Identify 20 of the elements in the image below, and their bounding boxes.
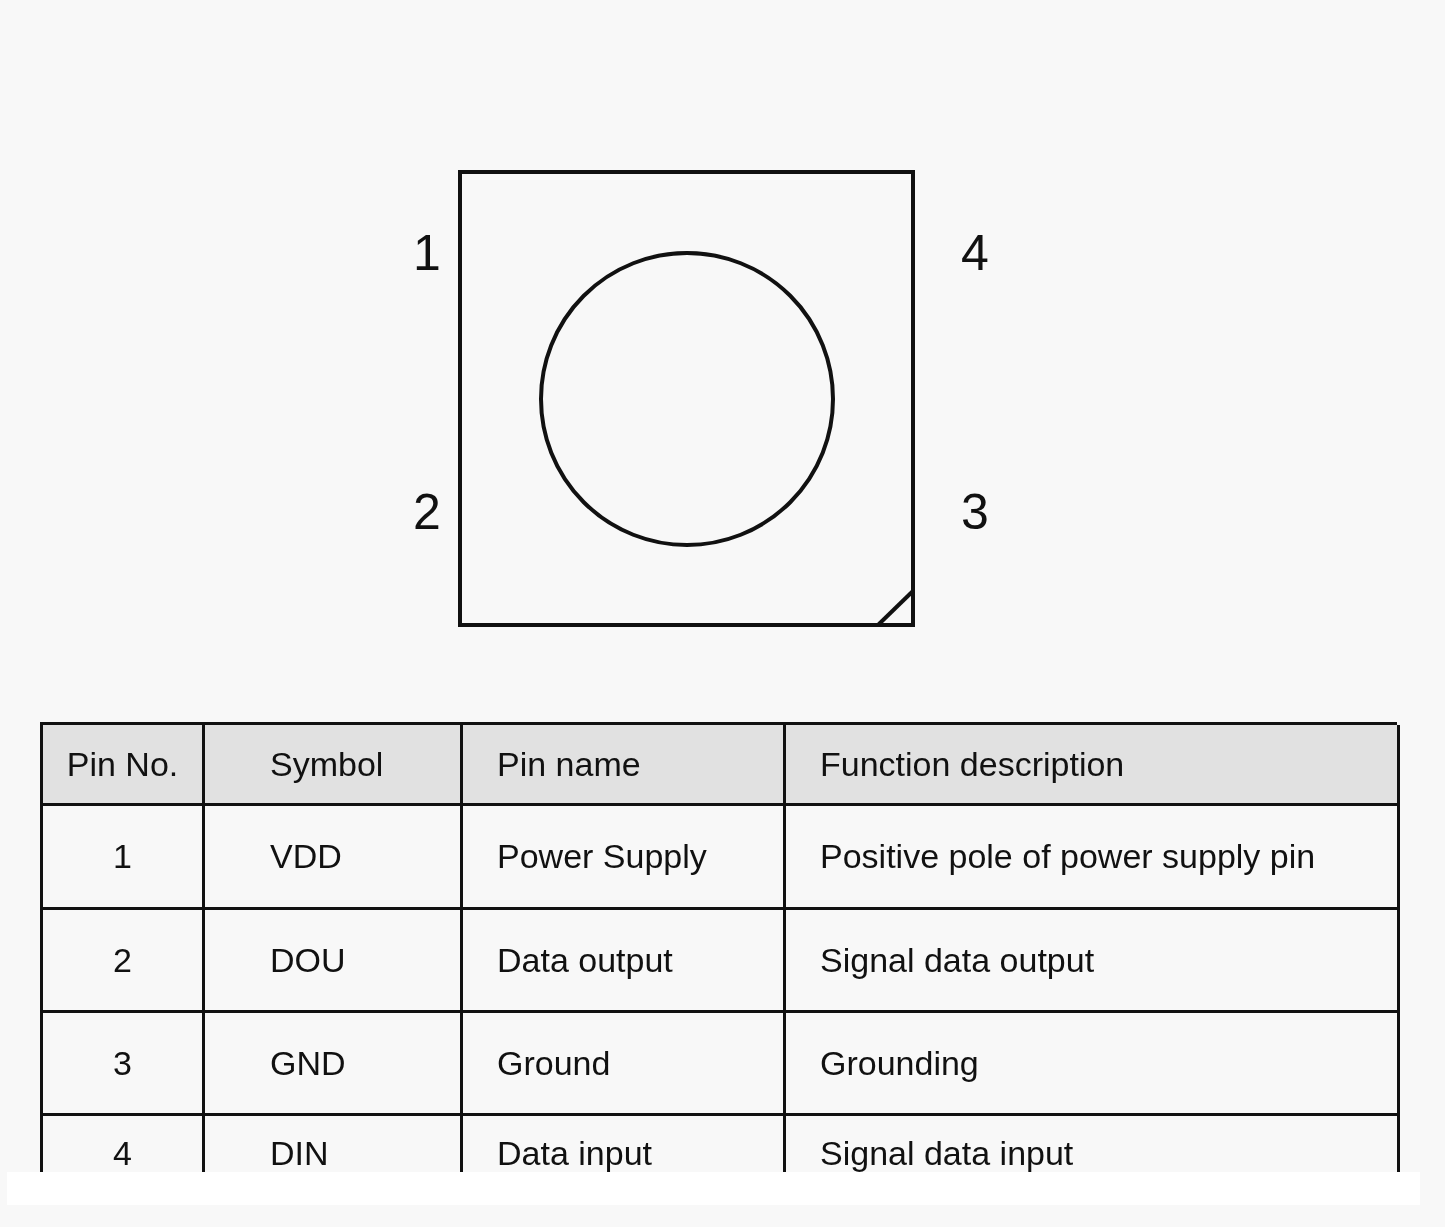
table-cell: Power Supply <box>463 806 786 910</box>
table-cell: GND <box>205 1013 463 1116</box>
column-header: Pin No. <box>43 725 205 806</box>
table-cell: 2 <box>43 910 205 1013</box>
table-cell: 1 <box>43 806 205 910</box>
table-cell: VDD <box>205 806 463 910</box>
pin-number: 4 <box>960 228 990 278</box>
column-header: Function description <box>786 725 1400 806</box>
table-cell: DOU <box>205 910 463 1013</box>
table-cell: Ground <box>463 1013 786 1116</box>
column-header: Pin name <box>463 725 786 806</box>
pin-number: 3 <box>960 487 990 537</box>
table-cell: Data output <box>463 910 786 1013</box>
table-cell: Grounding <box>786 1013 1400 1116</box>
table-cell: Positive pole of power supply pin <box>786 806 1400 910</box>
table-cell: Signal data output <box>786 910 1400 1013</box>
column-header: Symbol <box>205 725 463 806</box>
pin-number: 1 <box>412 228 442 278</box>
pin-number: 2 <box>412 487 442 537</box>
table-cell: 3 <box>43 1013 205 1116</box>
